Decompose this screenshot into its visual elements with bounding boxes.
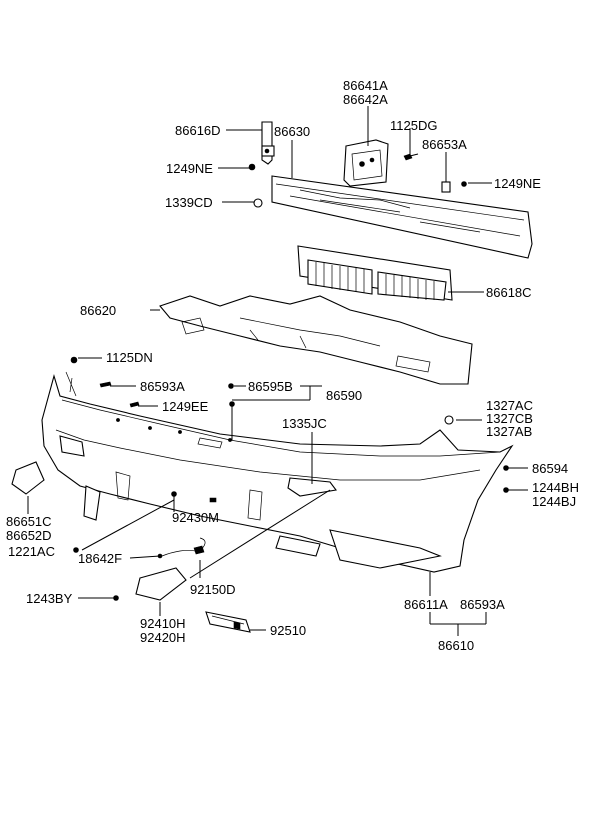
wiring-harness-92430M bbox=[161, 537, 206, 557]
label-86594: 86594 bbox=[532, 461, 568, 476]
label-86641A: 86641A bbox=[343, 78, 388, 93]
center-stay-bracket bbox=[343, 139, 389, 187]
nut-1339CD bbox=[253, 198, 263, 208]
label-86651C: 86651C bbox=[6, 514, 52, 529]
label-1327AC: 1327AC bbox=[486, 398, 533, 413]
side-bracket bbox=[261, 121, 275, 165]
label-86611A: 86611A bbox=[404, 597, 448, 612]
bolt-1249NE-left bbox=[248, 163, 256, 171]
label-1249EE: 1249EE bbox=[162, 399, 209, 414]
label-92430M: 92430M bbox=[172, 510, 219, 525]
label-86620: 86620 bbox=[80, 303, 116, 318]
bumper-cover bbox=[41, 371, 514, 573]
label-86618C: 86618C bbox=[486, 285, 532, 300]
label-86593A-bottom: 86593A bbox=[460, 597, 505, 612]
label-92410H: 92410H bbox=[140, 616, 186, 631]
label-18642F: 18642F bbox=[78, 551, 122, 566]
label-1335JC: 1335JC bbox=[282, 416, 327, 431]
part-labels: 86641A 86642A 86616D 86630 1125DG 86653A… bbox=[6, 78, 579, 653]
label-86642A: 86642A bbox=[343, 92, 388, 107]
label-92150D: 92150D bbox=[190, 582, 236, 597]
label-1249NE-left: 1249NE bbox=[166, 161, 213, 176]
label-1244BJ: 1244BJ bbox=[532, 494, 576, 509]
label-92420H: 92420H bbox=[140, 630, 186, 645]
bolt-1125DG bbox=[403, 153, 419, 161]
label-1125DN: 1125DN bbox=[106, 350, 153, 365]
label-86593A-top: 86593A bbox=[140, 379, 185, 394]
fog-lamp-bracket-92510 bbox=[205, 611, 251, 633]
fog-lamp-92410H bbox=[135, 567, 187, 601]
energy-absorber bbox=[159, 295, 473, 385]
label-86595B: 86595B bbox=[248, 379, 293, 394]
label-1243BY: 1243BY bbox=[26, 591, 73, 606]
label-86610: 86610 bbox=[438, 638, 474, 653]
bumper-reinforcement-beam bbox=[271, 175, 533, 259]
label-1125DG: 1125DG bbox=[390, 118, 437, 133]
label-1221AC: 1221AC bbox=[8, 544, 55, 559]
label-1327AB: 1327AB bbox=[486, 424, 532, 439]
clip-86653A bbox=[441, 181, 451, 193]
label-86590: 86590 bbox=[326, 388, 362, 403]
label-1339CD: 1339CD bbox=[165, 195, 213, 210]
label-86630: 86630 bbox=[274, 124, 310, 139]
label-1249NE-right: 1249NE bbox=[494, 176, 541, 191]
leader-lines bbox=[27, 106, 528, 636]
label-86616D: 86616D bbox=[175, 123, 221, 138]
label-1244BH: 1244BH bbox=[532, 480, 579, 495]
label-86652D: 86652D bbox=[6, 528, 52, 543]
fog-lamp-86651C bbox=[11, 461, 45, 495]
radiator-grille bbox=[297, 245, 453, 301]
label-86653A: 86653A bbox=[422, 137, 467, 152]
bolt-1249NE-right bbox=[461, 181, 467, 187]
label-1327CB: 1327CB bbox=[486, 411, 533, 426]
label-92510: 92510 bbox=[270, 623, 306, 638]
